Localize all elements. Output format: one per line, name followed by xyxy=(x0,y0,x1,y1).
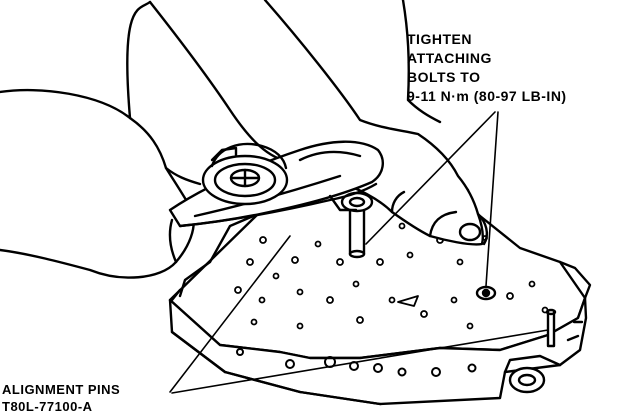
torque-wrench xyxy=(168,140,384,228)
torque-callout-line-2: ATTACHING xyxy=(407,50,492,66)
alignment-pin-right xyxy=(545,308,557,348)
right-hand xyxy=(263,0,489,246)
torque-callout-line-3: BOLTS TO xyxy=(407,69,481,85)
pins-leader-lines xyxy=(169,235,549,394)
pins-tool-number: T80L-77100-A xyxy=(2,399,93,414)
plate-holes xyxy=(234,222,549,330)
torque-leader-lines xyxy=(365,111,499,287)
alignment-pins-callout: ALIGNMENT PINS T80L-77100-A xyxy=(2,381,120,415)
attaching-bolt xyxy=(475,285,497,301)
torque-callout-line-1: TIGHTEN xyxy=(407,31,472,47)
torque-callout-line-4: 9-11 N·m (80-97 LB-IN) xyxy=(407,88,567,104)
pins-callout-label: ALIGNMENT PINS xyxy=(2,382,121,397)
torque-spec-callout: TIGHTEN ATTACHING BOLTS TO 9-11 N·m (80-… xyxy=(407,30,567,106)
